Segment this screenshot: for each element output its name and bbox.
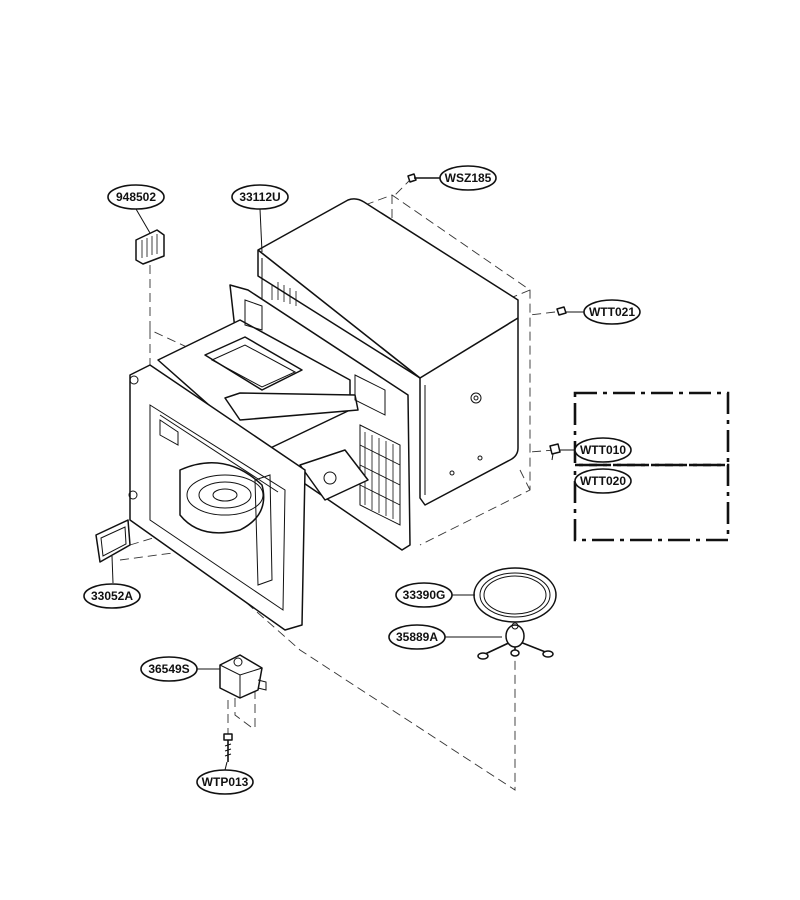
optional-part-box-upper <box>573 391 730 467</box>
screw-WSZ185 <box>407 173 440 183</box>
glass-tray-33390G <box>473 567 557 623</box>
waveguide-cover-33052A <box>95 519 131 563</box>
leader-lines <box>111 208 502 771</box>
svg-text:948502: 948502 <box>116 190 156 204</box>
svg-text:WTT010: WTT010 <box>580 443 626 457</box>
turntable-motor-36549S <box>219 654 267 699</box>
front-frame <box>128 364 306 631</box>
fuse-948502 <box>135 229 165 265</box>
label-33112U: 33112U <box>231 184 289 210</box>
outer-case <box>257 198 519 506</box>
roller-ring-35889A <box>477 622 554 660</box>
label-WTT020: WTT020 <box>574 468 632 494</box>
label-33052A: 33052A <box>83 583 141 609</box>
svg-text:33390G: 33390G <box>403 588 446 602</box>
label-WTP013: WTP013 <box>196 769 254 795</box>
label-35889A: 35889A <box>388 624 446 650</box>
optional-part-box-lower <box>573 463 730 542</box>
label-33390G: 33390G <box>395 582 453 608</box>
svg-text:WTT020: WTT020 <box>580 474 626 488</box>
oven-cavity-chassis <box>157 284 411 551</box>
svg-text:35889A: 35889A <box>396 630 438 644</box>
svg-text:33112U: 33112U <box>239 190 280 204</box>
label-WTT021: WTT021 <box>583 299 641 325</box>
label-WSZ185: WSZ185 <box>439 165 497 191</box>
svg-text:WTT021: WTT021 <box>589 305 635 319</box>
label-WTT010: WTT010 <box>574 437 632 463</box>
screw-WTP013 <box>223 733 233 762</box>
top-vent-slots <box>271 282 297 306</box>
svg-text:WTP013: WTP013 <box>202 775 249 789</box>
svg-text:36549S: 36549S <box>148 662 189 676</box>
label-36549S: 36549S <box>140 656 198 682</box>
svg-text:33052A: 33052A <box>91 589 133 603</box>
label-948502: 948502 <box>107 184 165 210</box>
screw-WTT010 <box>549 443 575 461</box>
svg-text:WSZ185: WSZ185 <box>445 171 492 185</box>
